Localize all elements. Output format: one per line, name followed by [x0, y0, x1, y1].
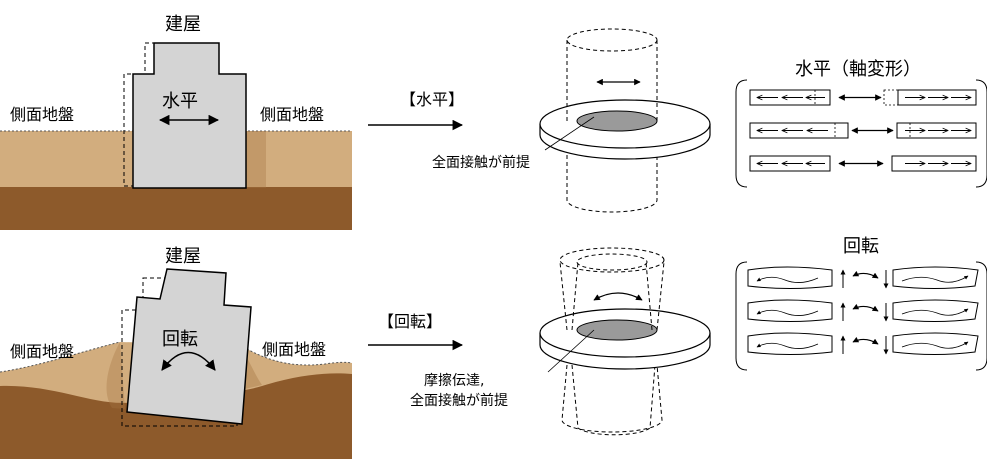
rotation-panel	[735, 261, 987, 371]
friction-label-line2: 全面接触が前提	[410, 392, 508, 409]
building-body	[132, 42, 247, 189]
friction-label-line1: 摩擦伝達,	[424, 372, 484, 389]
right-bracket	[975, 79, 987, 188]
horizontal-axial-panel	[735, 79, 987, 188]
rotation-building	[121, 268, 252, 427]
horizontal-axial-title: 水平（軸変形）	[795, 59, 921, 80]
bottom-soil-layer	[0, 187, 352, 230]
building-motion-label-rotation: 回転	[162, 329, 198, 350]
rotation-panel-title: 回転	[843, 236, 879, 257]
side-ground-left-label-rotation: 側面地盤	[10, 342, 74, 361]
pile-below-ring	[566, 155, 658, 213]
mode-horizontal-label: 【水平】	[400, 90, 464, 109]
horizontal-ring-model	[539, 28, 711, 213]
building-motion-label: 水平	[162, 91, 198, 112]
soil-shadow	[244, 131, 266, 188]
side-ground-right-label: 側面地盤	[260, 105, 324, 124]
side-ground-right-label-rotation: 側面地盤	[262, 340, 326, 359]
ring-hole	[576, 110, 658, 132]
mode-rotation-label: 【回転】	[378, 312, 442, 331]
contact-leader-line	[544, 116, 595, 151]
disturbed-ground-line	[0, 341, 353, 373]
rotation-arrow	[161, 351, 216, 371]
left-bracket	[735, 79, 748, 188]
full-contact-label: 全面接触が前提	[432, 154, 530, 171]
building-body-rotation	[126, 268, 252, 425]
side-ground-left-label: 側面地盤	[10, 105, 74, 124]
building-label-rotation: 建屋	[165, 246, 201, 267]
horizontal-building	[123, 42, 247, 189]
pile-top	[566, 28, 658, 52]
rotation-ring-model	[539, 247, 711, 436]
building-label: 建屋	[165, 14, 201, 35]
